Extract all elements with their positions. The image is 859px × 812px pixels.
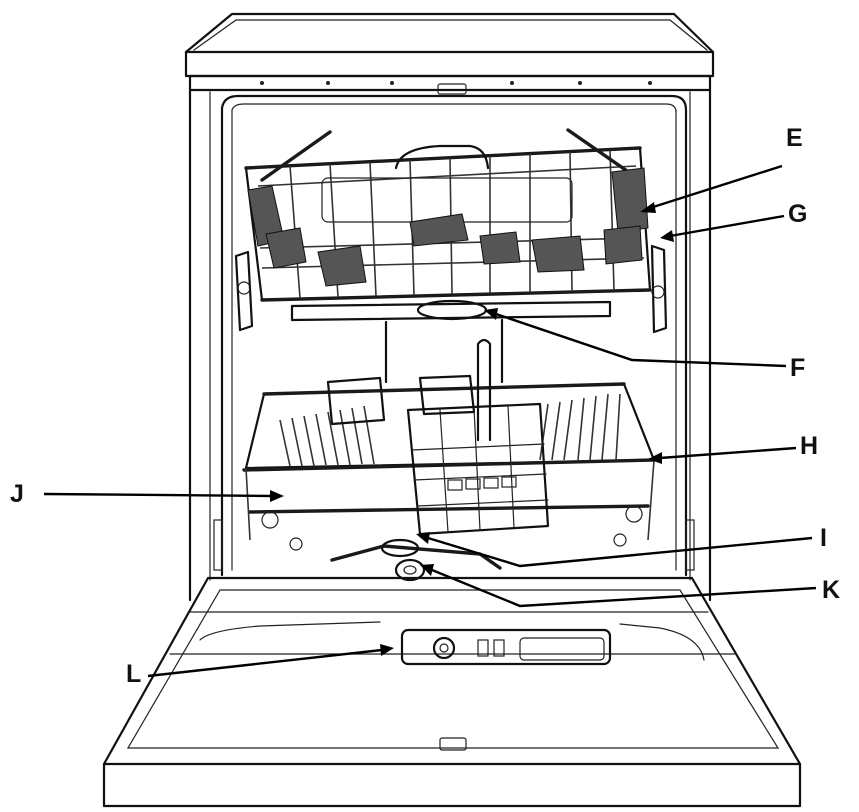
leader-lines — [43, 164, 817, 678]
lower-basket — [242, 338, 656, 551]
label-i: I — [820, 524, 827, 552]
callout-labels: E G F H J I K L — [10, 124, 840, 688]
door-panel — [102, 576, 802, 808]
label-f: F — [790, 354, 805, 382]
label-j: J — [10, 480, 24, 508]
detergent-dispenser — [400, 628, 612, 666]
label-k: K — [822, 576, 840, 604]
label-g: G — [788, 200, 807, 228]
dishwasher-cabinet — [184, 12, 715, 602]
label-h: H — [800, 432, 818, 460]
label-e: E — [786, 124, 803, 152]
upper-basket — [234, 128, 668, 334]
upper-spray-arm — [290, 299, 612, 384]
filter-assembly — [394, 558, 426, 582]
lower-spray-arm — [330, 538, 502, 570]
label-l: L — [126, 660, 141, 688]
